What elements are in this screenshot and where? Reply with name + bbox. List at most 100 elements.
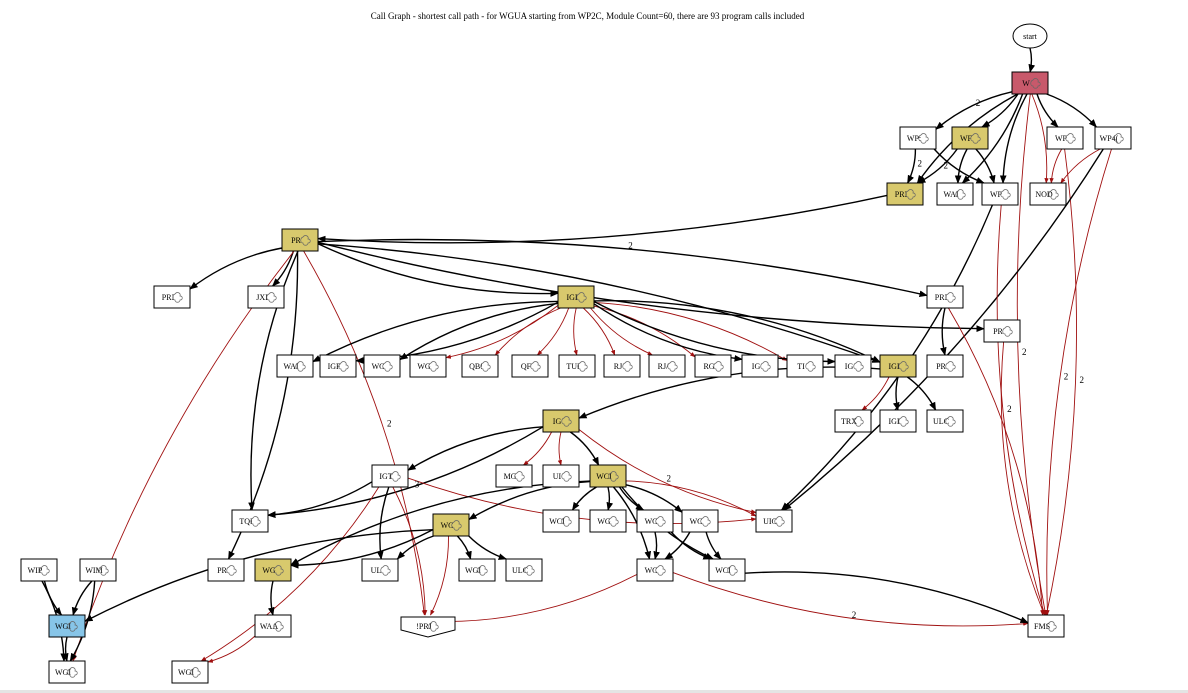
program-node-wpd[interactable]: WP — [981, 182, 1019, 206]
program-node-prb[interactable]: PRI — [886, 182, 924, 206]
call-edge-igb-to-mg — [522, 431, 553, 466]
edge-count-label: 2 — [1080, 375, 1085, 385]
program-node-wai2[interactable]: WAI — [276, 354, 314, 378]
program-node-wcl[interactable]: WCI — [708, 558, 746, 582]
call-edge-prz-to-fms — [1000, 341, 1045, 616]
call-edge-igm-to-rj1 — [582, 307, 616, 356]
node-shape — [694, 354, 732, 378]
program-node-waa[interactable]: WAA — [254, 614, 292, 638]
program-node-wcz[interactable]: WC — [636, 558, 674, 582]
program-node-ulc1[interactable]: ULC — [926, 409, 964, 433]
program-node-ig2[interactable]: IG — [834, 354, 872, 378]
program-node-nod[interactable]: NOD — [1029, 182, 1067, 206]
call-edge-wp4-to-fms — [1045, 148, 1112, 616]
program-node-rg[interactable]: RG — [694, 354, 732, 378]
program-node-wpc[interactable]: WP — [1046, 126, 1084, 150]
node-shape — [171, 660, 209, 684]
program-node-wip[interactable]: WIP — [20, 558, 58, 582]
program-node-fms[interactable]: FMS — [1027, 614, 1065, 638]
program-node-mg[interactable]: MG — [495, 464, 533, 488]
program-node-jxi[interactable]: JXI — [247, 285, 285, 309]
program-node-uic[interactable]: UIC — [755, 509, 793, 533]
program-node-tqi[interactable]: TQI — [231, 509, 269, 533]
program-node-rj1[interactable]: RJ — [603, 354, 641, 378]
program-node-wcy[interactable]: WC — [681, 509, 719, 533]
program-doc-icon — [338, 361, 349, 372]
program-node-prq[interactable]: PR — [926, 354, 964, 378]
program-node-prj[interactable]: !PRJ — [400, 616, 456, 638]
program-node-pr5[interactable]: PR — [207, 558, 245, 582]
program-doc-icon — [390, 471, 401, 482]
program-node-wim[interactable]: WIM — [79, 558, 117, 582]
call-edge-igm-to-qf — [536, 307, 570, 356]
program-node-wcm[interactable]: WC — [432, 513, 470, 537]
call-edge-wim-to-wgl — [69, 580, 96, 662]
call-edge-wcm-to-ul1 — [396, 535, 434, 560]
call-edge-igm-to-wai2 — [312, 300, 559, 363]
call-edge-wcz-to-prj — [445, 574, 638, 624]
node-shape — [681, 509, 719, 533]
node-shape — [926, 285, 964, 309]
program-doc-icon — [1113, 133, 1124, 144]
program-node-igh[interactable]: IGI — [879, 354, 917, 378]
edge-count-label: 2 — [944, 160, 949, 170]
program-node-wgh[interactable]: WG — [254, 558, 292, 582]
node-label: RJ — [614, 362, 622, 371]
node-shape — [542, 509, 580, 533]
program-node-wp4[interactable]: WP4( — [1094, 126, 1132, 150]
program-node-prm[interactable]: PR — [281, 228, 319, 252]
program-doc-icon — [530, 361, 541, 372]
program-doc-icon — [713, 361, 724, 372]
call-edge-prm-to-jxi — [272, 250, 295, 287]
program-doc-icon — [727, 565, 738, 576]
call-edge-wcb-to-wgb — [606, 486, 614, 511]
program-node-igm[interactable]: IGI — [557, 285, 595, 309]
program-node-wgb[interactable]: WG — [589, 509, 627, 533]
program-doc-icon — [955, 189, 966, 200]
program-node-trx[interactable]: TRX — [834, 409, 872, 433]
program-node-pra[interactable]: PRI — [926, 285, 964, 309]
call-edge-prm-to-prj — [303, 250, 426, 616]
program-node-ti[interactable]: TI — [786, 354, 824, 378]
program-node-wc1[interactable]: WC — [363, 354, 401, 378]
node-shape — [741, 354, 779, 378]
program-node-igh2[interactable]: IGI — [879, 409, 917, 433]
program-node-pri1[interactable]: PRI — [153, 285, 191, 309]
program-node-tui[interactable]: TUI — [558, 354, 596, 378]
program-node-ig1[interactable]: IG — [741, 354, 779, 378]
program-node-igf[interactable]: IGF — [319, 354, 357, 378]
program-doc-icon — [1030, 78, 1041, 89]
program-node-wg1[interactable]: WG — [409, 354, 447, 378]
program-node-qb[interactable]: QB! — [461, 354, 499, 378]
program-node-wgua[interactable]: WGI — [48, 614, 86, 638]
program-node-prz[interactable]: PR — [983, 319, 1021, 343]
program-node-wci1[interactable]: WCI — [542, 509, 580, 533]
program-node-igb[interactable]: IG — [542, 409, 580, 433]
program-node-wp2a[interactable]: WP: — [899, 126, 937, 150]
program-node-wgi1[interactable]: WGI — [458, 558, 496, 582]
program-node-wgr[interactable]: WGI — [171, 660, 209, 684]
program-node-ulc2[interactable]: ULC — [505, 558, 543, 582]
program-node-start[interactable]: start — [1012, 23, 1048, 49]
call-edge-wcm-to-wgua — [84, 529, 434, 622]
program-node-ui[interactable]: UI — [542, 464, 580, 488]
program-node-wcx[interactable]: WC — [636, 509, 674, 533]
program-doc-icon — [1048, 189, 1059, 200]
program-doc-icon — [1002, 326, 1013, 337]
edge-count-label: 2 — [628, 241, 633, 251]
program-node-ul1[interactable]: UL — [361, 558, 399, 582]
program-node-wai1[interactable]: WAI — [936, 182, 974, 206]
program-node-igt[interactable]: IGT — [371, 464, 409, 488]
program-doc-icon — [477, 565, 488, 576]
program-node-wgl[interactable]: WGI — [48, 660, 86, 684]
program-node-wp2c[interactable]: W — [1011, 71, 1049, 95]
node-label: WGI — [465, 566, 481, 575]
program-node-wpb[interactable]: WF — [951, 126, 989, 150]
program-node-rj2[interactable]: RJ/ — [648, 354, 686, 378]
program-doc-icon — [561, 471, 572, 482]
call-edge-igm-to-ti — [593, 301, 788, 361]
program-node-qf[interactable]: QF — [511, 354, 549, 378]
program-node-wcb[interactable]: WCI — [589, 464, 627, 488]
node-shape — [319, 354, 357, 378]
program-doc-icon — [380, 565, 391, 576]
